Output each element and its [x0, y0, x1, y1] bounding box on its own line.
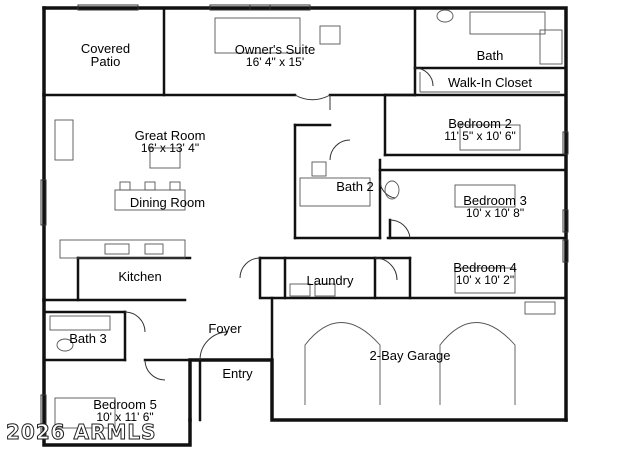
fixtures [49, 9, 563, 429]
foyer-label: Foyer [208, 321, 242, 336]
owners-suite-dims: 16' 4" x 15' [245, 55, 305, 69]
great-room-dims: 16' x 13' 4" [140, 141, 200, 155]
entry-label: Entry [222, 366, 253, 381]
great-room-label: Great Room 16' x 13' 4" [100, 129, 240, 155]
kitchen-label: Kitchen [118, 269, 162, 284]
bath-label: Bath [476, 48, 504, 63]
covered-patio-label: Covered Patio [80, 41, 131, 69]
bedroom-5-name: Bedroom 5 [93, 397, 157, 412]
garage-label: 2-Bay Garage [369, 348, 451, 363]
owners-suite-label: Owner's Suite 16' 4" x 15' [205, 43, 345, 69]
bedroom-3-name: Bedroom 3 [463, 193, 527, 208]
bath-2-label: Bath 2 [336, 179, 374, 194]
interior-walls [42, 6, 568, 422]
bedroom-4-dims: 10' x 10' 2" [455, 273, 515, 287]
walk-in-closet-label: Walk-In Closet [447, 75, 533, 90]
bedroom-2-dims: 11' 5" x 10' 6" [444, 129, 516, 143]
bedroom-5-label: Bedroom 5 10' x 11' 6" [55, 398, 195, 424]
dining-room-label: Dining Room [129, 195, 206, 210]
owners-suite-name: Owner's Suite [234, 42, 316, 57]
bedroom-3-label: Bedroom 3 10' x 10' 8" [420, 194, 570, 220]
windows [40, 4, 569, 436]
door-swings [124, 67, 434, 381]
bedroom-4-name: Bedroom 4 [453, 260, 517, 275]
copyright-watermark: 2026 ARMLS [6, 420, 157, 445]
great-room-name: Great Room [134, 128, 206, 143]
laundry-label: Laundry [306, 273, 354, 288]
bedroom-2-name: Bedroom 2 [448, 116, 512, 131]
bedroom-4-label: Bedroom 4 10' x 10' 2" [410, 261, 560, 287]
bath-3-label: Bath 3 [69, 331, 107, 346]
bedroom-2-label: Bedroom 2 11' 5" x 10' 6" [405, 117, 555, 143]
bedroom-3-dims: 10' x 10' 8" [465, 206, 525, 220]
bedroom-5-dims: 10' x 11' 6" [96, 410, 154, 424]
